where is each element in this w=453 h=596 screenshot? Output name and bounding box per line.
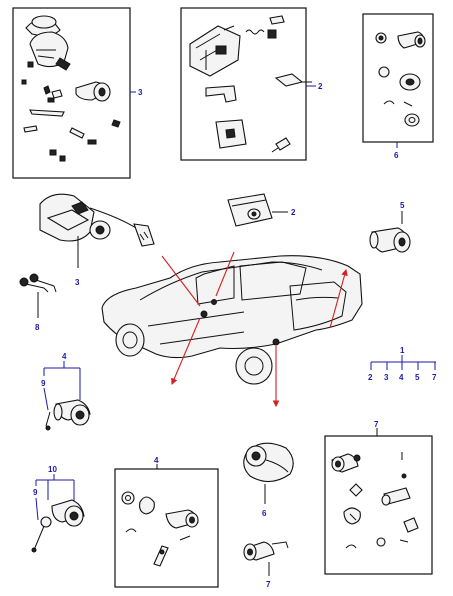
location-arrows bbox=[161, 251, 348, 408]
callout-3-top: 3 bbox=[138, 88, 143, 97]
callout-1-sub-3: 3 bbox=[384, 373, 389, 382]
callout-9-left: 9 bbox=[41, 379, 46, 388]
door-cylinder-5: 5 bbox=[369, 201, 411, 253]
callout-4-bottom: 4 bbox=[154, 456, 159, 465]
callout-3-mid: 3 bbox=[75, 278, 80, 287]
ignition-lock-box: 3 bbox=[12, 7, 143, 179]
callout-10: 10 bbox=[48, 465, 57, 474]
door-lock-plate bbox=[215, 119, 247, 149]
ignition-small-parts bbox=[21, 61, 121, 162]
callout-1-sub-5: 5 bbox=[415, 373, 420, 382]
arrow-door-left bbox=[171, 317, 201, 386]
key-set: 8 bbox=[19, 273, 57, 332]
fuel-cap-lock: 6 bbox=[243, 442, 294, 518]
door-lock-box: 2 bbox=[180, 7, 323, 161]
callout-1-sub-2: 2 bbox=[368, 373, 373, 382]
door-lock-screw bbox=[271, 137, 291, 153]
door-lock-lever bbox=[274, 73, 312, 87]
callout-tree-1: 1 2 3 4 5 7 bbox=[368, 346, 437, 382]
door-lock-10: 10 9 bbox=[31, 465, 85, 553]
callout-1-sub-7: 7 bbox=[432, 373, 437, 382]
tailgate-lock-parts bbox=[121, 491, 199, 567]
callout-8: 8 bbox=[35, 323, 40, 332]
arrow-ignition bbox=[161, 255, 201, 307]
callout-1-sub-4: 4 bbox=[399, 373, 404, 382]
tailgate-lock-box-frame bbox=[114, 468, 219, 588]
arrow-glovebox bbox=[215, 251, 235, 297]
cylinder-kit-parts bbox=[375, 31, 426, 127]
bonnet-lock: 7 bbox=[243, 541, 289, 589]
door-lock-with-key: 4 9 bbox=[41, 352, 91, 431]
cylinder-kit-box-frame bbox=[362, 13, 434, 143]
callout-5-mid: 5 bbox=[400, 201, 405, 210]
door-lock-body bbox=[189, 25, 241, 77]
ignition-cylinder bbox=[75, 81, 111, 102]
complete-set-box-frame bbox=[324, 435, 433, 575]
ignition-switch-assembly: 3 bbox=[39, 193, 155, 287]
callout-4-left: 4 bbox=[62, 352, 67, 361]
callout-6-top: 6 bbox=[394, 151, 399, 160]
callout-6-bottom: 6 bbox=[262, 509, 267, 518]
tailgate-lock-box: 4 bbox=[114, 456, 219, 588]
glovebox-lock: 2 bbox=[227, 193, 296, 227]
door-lock-bracket bbox=[205, 85, 237, 103]
complete-set-box: 7 bbox=[324, 420, 433, 575]
cylinder-kit-box: 6 bbox=[362, 13, 434, 160]
door-lock-spring bbox=[223, 15, 285, 39]
complete-set-parts bbox=[331, 452, 419, 549]
arrow-tailgate bbox=[329, 268, 348, 329]
car-body bbox=[101, 255, 363, 385]
callout-2-top: 2 bbox=[318, 82, 323, 91]
callout-2-mid: 2 bbox=[291, 208, 296, 217]
callout-7-bottom: 7 bbox=[266, 580, 271, 589]
steering-lock-housing bbox=[25, 15, 71, 71]
callout-9-bottom: 9 bbox=[33, 488, 38, 497]
door-lock-box-frame bbox=[180, 7, 307, 161]
callout-1: 1 bbox=[400, 346, 405, 355]
ignition-lock-box-frame bbox=[12, 7, 131, 179]
callout-7-box: 7 bbox=[374, 420, 379, 429]
